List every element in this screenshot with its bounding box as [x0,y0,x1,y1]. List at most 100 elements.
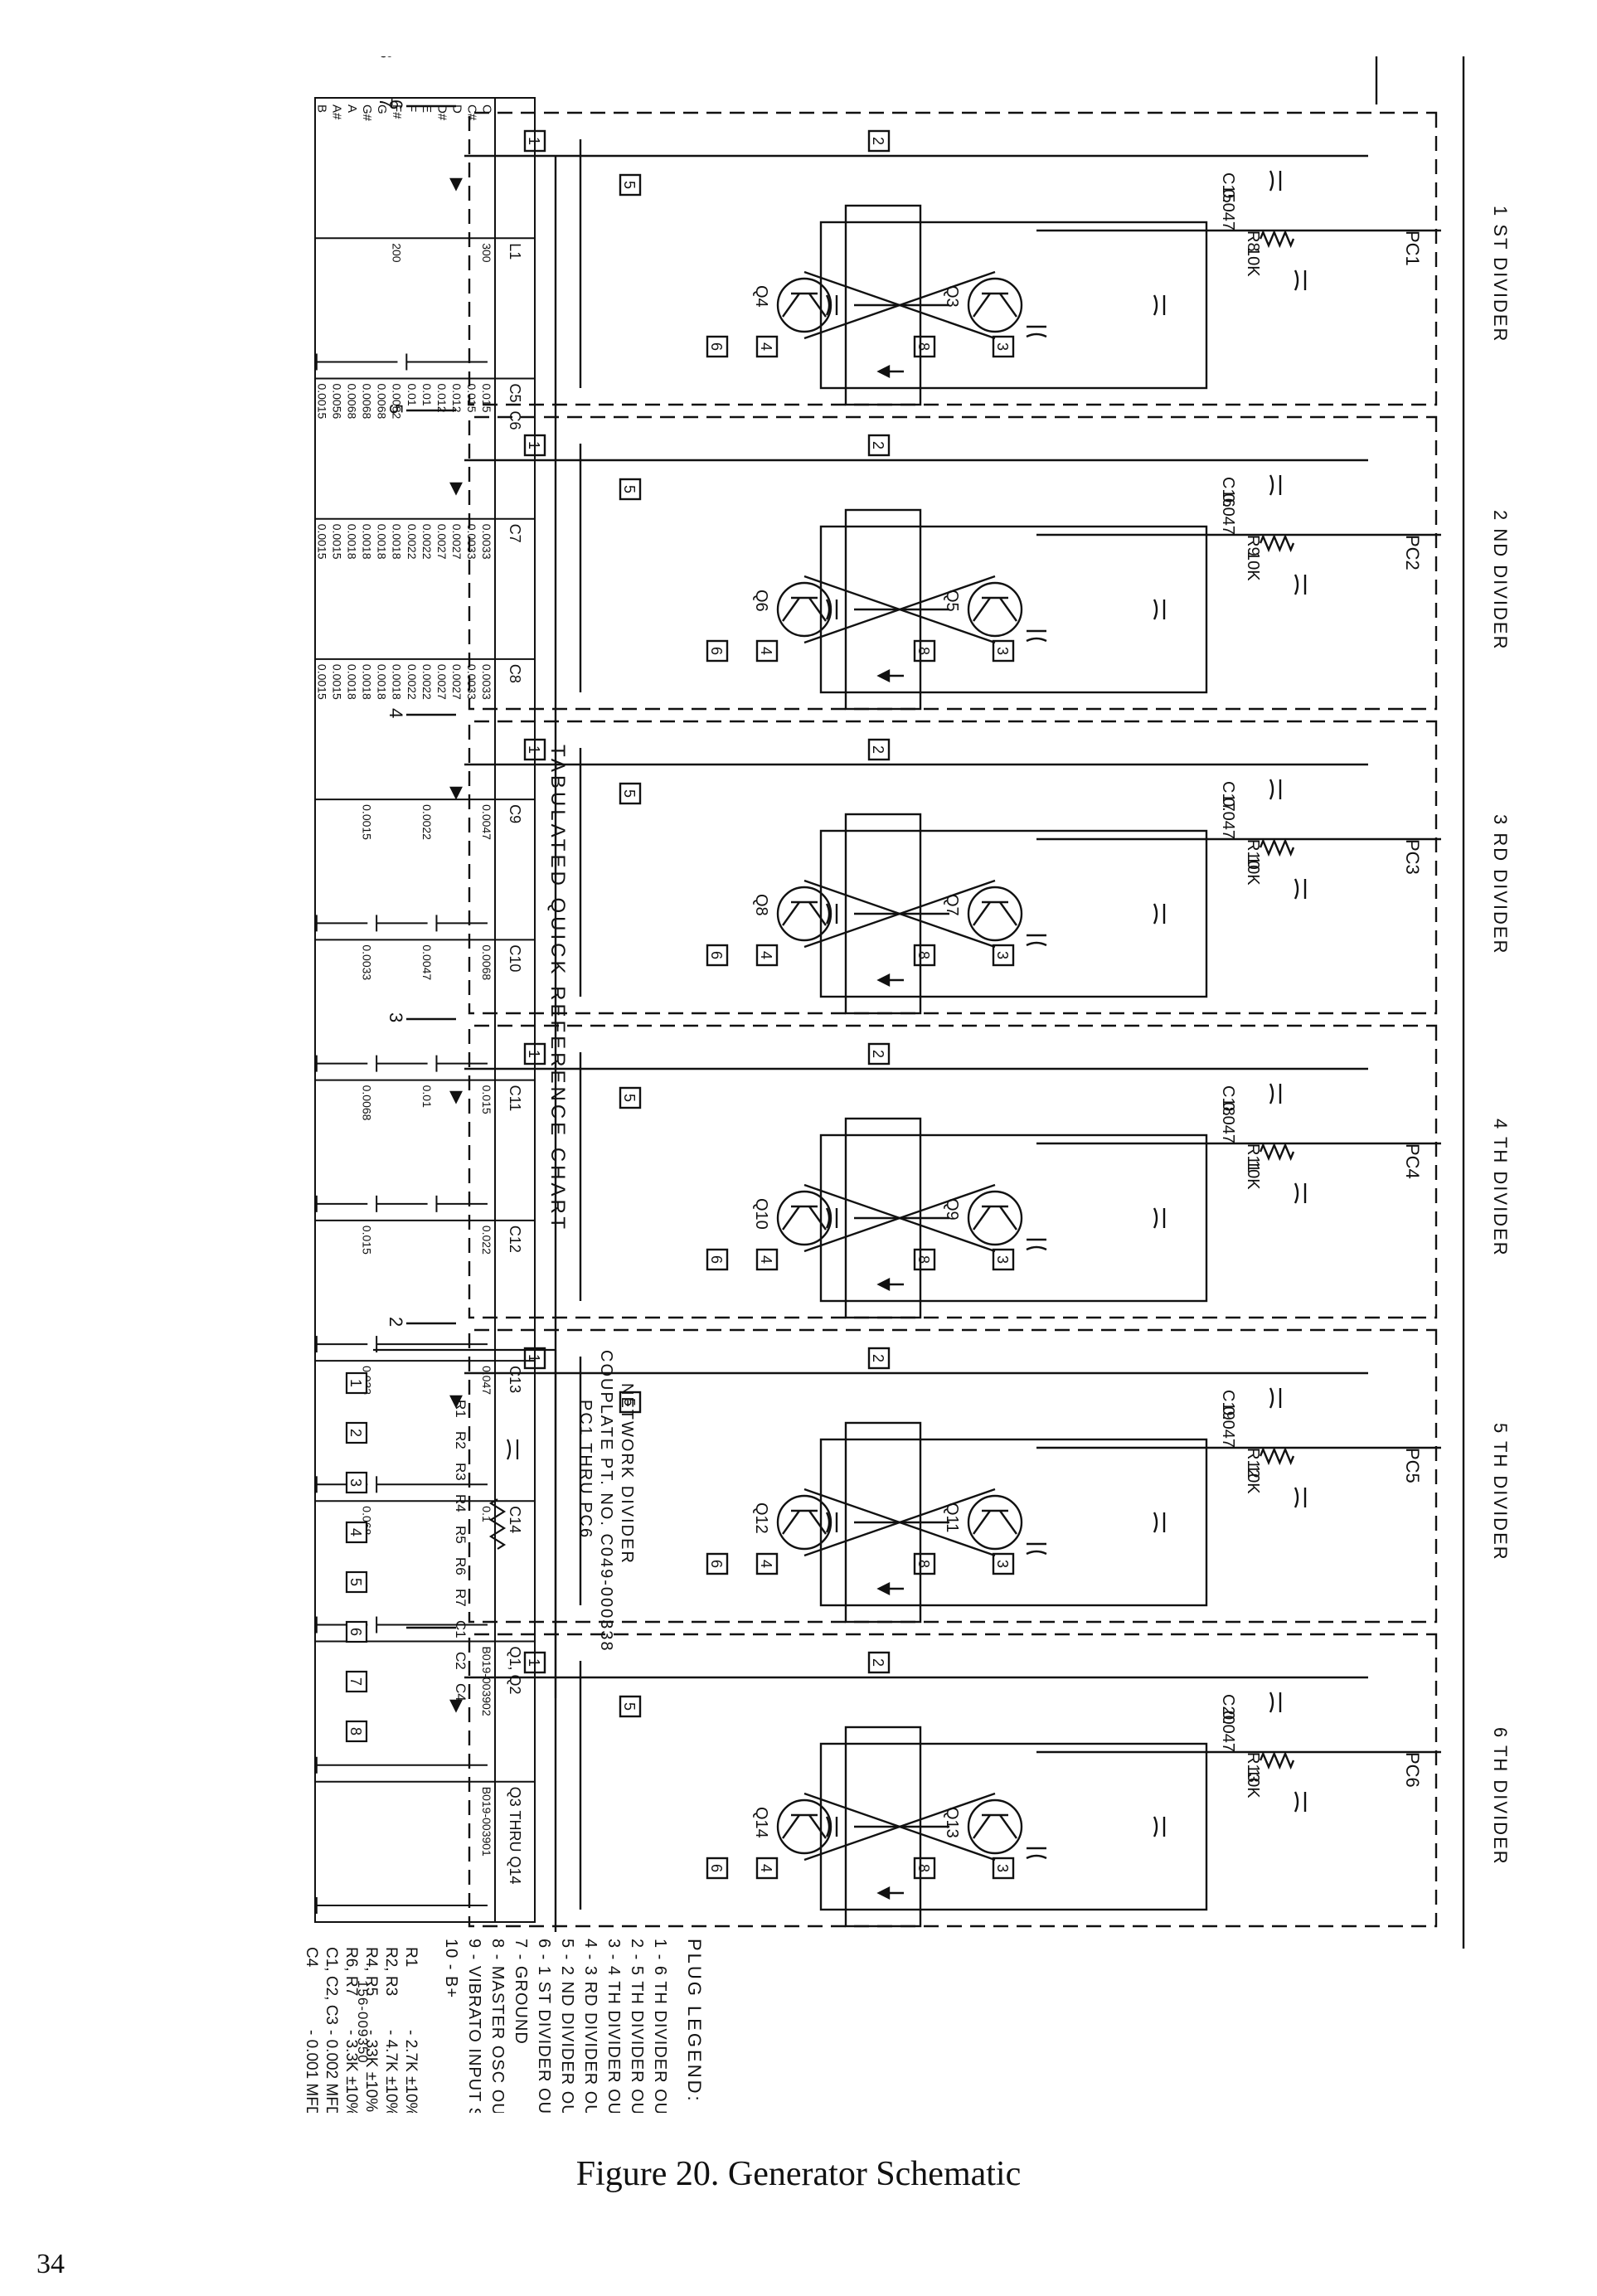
chart-cell-value: 0.015 [465,383,478,412]
cap-plate-curved [1269,170,1274,192]
output-capacitor-ref: C15 [1219,172,1237,203]
chart-cell-value: 200 [391,243,404,263]
network-part-label: R2 [453,1431,468,1449]
chart-cell-value: 0.0022 [420,664,434,700]
chart-note-label: E [420,104,434,113]
transistor-collector [999,293,1017,318]
chart-note-label: F# [390,104,404,119]
pin-box-label: 3 [994,342,1011,351]
transistor-emitter [973,1814,991,1839]
cap-plate-curved [825,1816,831,1837]
chart-frame [314,97,536,1923]
output-capacitor-value: 0.047 [1219,1711,1237,1752]
pin-box-label: 4 [758,1864,774,1872]
chart-cell-value: 0.0027 [435,664,449,700]
pc-outline [468,1024,1438,1319]
cap-plate-curved [1153,1512,1158,1533]
chart-column-header: C11 [507,1085,523,1112]
output-resistor-value: 10K [1244,856,1262,886]
component-ref: C1, C2, C3 [323,1947,340,2025]
chart-cell-value: 0.0068 [361,1085,374,1121]
component-value: - 33K ±10% [362,2030,380,2112]
chart-cell-value: 0.0022 [420,804,434,840]
cap-plate-curved [825,1207,831,1229]
output-capacitor [1269,1692,1282,1713]
pin-box-label: 4 [758,647,774,655]
pc-pin-3: 3 [992,1552,1015,1575]
cap-plate-curved [1294,1182,1299,1204]
pin-box-label: 4 [758,342,774,351]
transistor-circle [967,1494,1023,1551]
cap-plate-curved [825,903,831,925]
pc-pin-5: 5 [619,1391,642,1414]
chart-cell-value: 0.0018 [345,664,358,700]
pin-box-label: 3 [994,951,1011,959]
cap-plate-curved [1153,599,1158,620]
flip-flop-box [819,829,1208,998]
output-resistor-ref: R11 [1244,1143,1262,1172]
transistor-circle [776,1494,832,1551]
pin-box-frame [619,1391,642,1414]
transistor-collector [808,1814,827,1839]
chart-cell-value: 0.0047 [420,944,434,980]
divider-transistor-left: Q3 [943,277,1023,333]
pin-box-frame [345,1521,368,1544]
pin-box-label: 5 [621,181,638,189]
pin-box-frame [867,129,891,153]
pc-pin-6: 6 [706,1552,729,1575]
pc-label: PC6 [1402,1752,1423,1788]
cap-plate-curved [1294,574,1299,595]
divider-title: 4 TH DIVIDER [1490,1119,1511,1257]
pin-box-frame [755,1552,779,1575]
chart-cell-value: 0.022 [480,1226,493,1255]
network-pin-4: 4 [345,1521,368,1544]
chart-column-header: Q3 THRU Q14 [507,1787,523,1885]
chart-cell-value: 0.012 [435,383,449,412]
chart-column-header: C7 [507,524,523,543]
pc-pin-4: 4 [755,1552,779,1575]
pin-box-frame [706,639,729,663]
flip-flop-box [819,1742,1208,1911]
chart-column-header: C9 [507,804,523,823]
pc-pin-2: 2 [867,738,891,761]
pin-box-frame [992,1857,1015,1880]
chart-cell-value: 0.01 [405,383,419,405]
network-part-number: COUPLATE PT. NO. C049-000338 [597,1350,615,1653]
transistor-circle [967,886,1023,942]
divider-title: 1 ST DIVIDER [1490,206,1511,342]
transistor-label: Q10 [752,1198,770,1230]
chart-column-header: C14 [507,1506,523,1533]
pc-pin-4: 4 [755,944,779,967]
divider-transistor-left: Q5 [943,581,1023,638]
transistor-label: Q5 [943,590,961,612]
cap-plate-curved [1026,1854,1047,1860]
transistor-collector [999,597,1017,622]
bypass-capacitor [1153,1512,1166,1533]
output-arrow [449,177,463,192]
coupling-capacitor [1026,1542,1047,1556]
transistor-emitter [973,1206,991,1231]
pin-box-label: 5 [621,1702,638,1711]
pin-box-label: 8 [915,1864,932,1872]
chart-note-label: C [480,104,494,114]
output-capacitor [1269,1387,1282,1409]
chart-note-label: C# [464,104,478,121]
pin-box-label: 6 [347,1628,364,1636]
bypass-capacitor [825,599,838,620]
network-part-label: R5 [453,1526,468,1544]
pin-box-label: 2 [870,1050,886,1058]
plug-legend-item: 7 - GROUND [512,1939,530,2045]
transistor-emitter [973,901,991,926]
pin-box-frame [867,1651,891,1674]
divider-transistor-right: Q6 [752,581,832,638]
output-capacitor-ref: C18 [1219,1085,1237,1116]
pin-box-frame [755,944,779,967]
pc-pin-3: 3 [992,335,1015,358]
bypass-capacitor [1153,903,1166,925]
output-resistor [1259,533,1295,553]
divider-transistor-right: Q4 [752,277,832,333]
divider-title: 3 RD DIVIDER [1490,814,1511,954]
pc-label: PC4 [1402,1143,1423,1179]
chart-cell-value: B019-003902 [480,1647,493,1716]
